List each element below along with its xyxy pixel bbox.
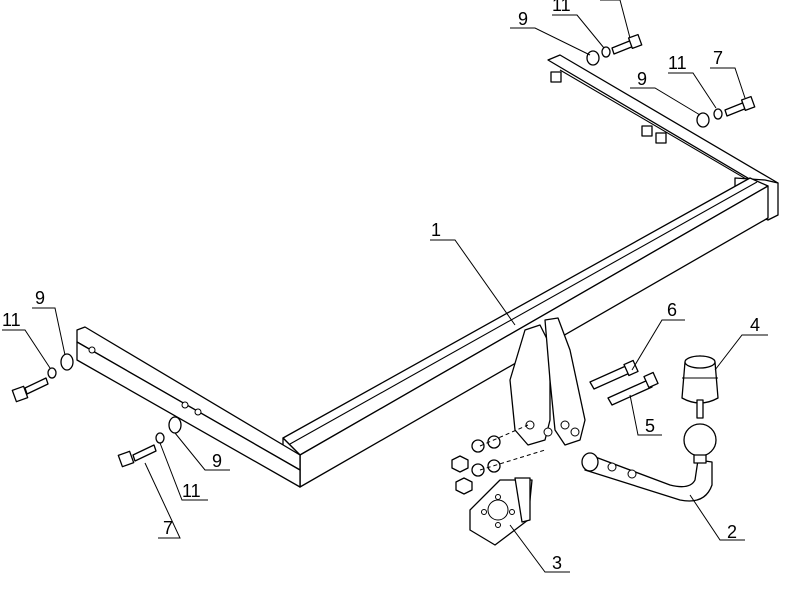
main-crossbar-frame [76, 54, 779, 488]
center-mounting-bracket [509, 324, 551, 446]
fastener-set-top-right [586, 33, 643, 66]
callout-11-bottom: 11 [182, 481, 201, 501]
left-mounting-plate [76, 326, 301, 471]
left-plate-front [76, 341, 301, 488]
callout-11-right: 11 [668, 53, 687, 73]
fastener-set-left-top [11, 353, 74, 403]
center-mounting-bracket [544, 317, 586, 446]
right-plate-cage-nut [641, 125, 653, 137]
callout-leaders [2, 0, 768, 573]
callout-9-bottom: 9 [212, 451, 222, 471]
right-plate-cage-nut [550, 71, 562, 83]
socket-plate [469, 477, 533, 546]
callout-5: 5 [645, 416, 655, 436]
callout-7-right: 7 [713, 48, 723, 68]
callout-9-left: 9 [35, 288, 45, 308]
callout-1: 1 [431, 220, 441, 240]
callout-9-right: 9 [637, 69, 647, 89]
callout-7-bottom: 7 [163, 518, 173, 538]
center-nuts-and-washers [451, 424, 546, 495]
callout-2: 2 [727, 522, 737, 542]
callout-6: 6 [667, 300, 677, 320]
callout-3: 3 [552, 553, 562, 573]
right-mounting-plate [547, 54, 779, 191]
callout-labels: 1 2 3 4 5 6 7 11 9 9 11 9 11 9 11 7 [2, 0, 760, 573]
long-bolts [589, 359, 659, 406]
right-plate-cage-nut [655, 132, 667, 144]
callout-11-left: 11 [2, 310, 21, 330]
fastener-set-left-bottom [117, 416, 182, 468]
callout-4: 4 [750, 315, 760, 335]
ball-cover-cap [681, 355, 719, 419]
callout-11-top: 11 [552, 0, 571, 15]
tow-ball-arm [581, 423, 717, 502]
fastener-set-right [696, 95, 756, 128]
callout-9-top: 9 [518, 9, 528, 29]
tow-ball [683, 423, 717, 457]
